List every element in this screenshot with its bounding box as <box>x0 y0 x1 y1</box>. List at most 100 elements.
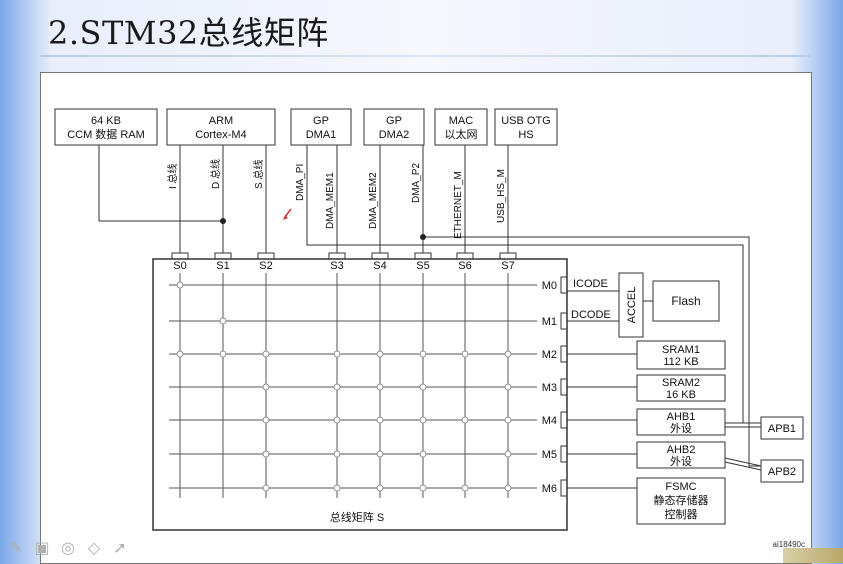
bus-label-dma-p2: DMA_P2 <box>411 163 422 203</box>
dcode-label: DCODE <box>571 309 611 321</box>
matrix-node <box>176 281 184 289</box>
master-mac-line1: MAC <box>449 115 474 127</box>
junction-dot-dma-p2 <box>420 234 426 240</box>
matrix-node <box>333 416 341 424</box>
slave-ahb2-line1: AHB2 <box>667 444 696 456</box>
apb2-box <box>760 459 804 483</box>
master-usb-line1: USB OTG <box>501 115 551 127</box>
master-box-ccm <box>54 108 158 146</box>
accel-label: ACCEL <box>626 287 638 324</box>
master-box-dma1 <box>290 108 352 146</box>
matrix-node <box>376 450 384 458</box>
master-port-m3: M3 <box>542 382 557 394</box>
master-dma2-line2: DMA2 <box>379 129 410 141</box>
master-port-m2: M2 <box>542 349 557 361</box>
bus-matrix-diagram: 64 KB CCM 数据 RAM ARM Cortex-M4 GP DMA1 G… <box>54 108 805 549</box>
apb1-box <box>760 416 804 440</box>
matrix-node <box>333 450 341 458</box>
matrix-node <box>176 350 184 358</box>
matrix-node <box>504 350 512 358</box>
bus-label-ethernet: ETHERNET_M <box>453 171 464 239</box>
master-port-m6: M6 <box>542 483 557 495</box>
matrix-node <box>419 450 427 458</box>
master-ccm-line2: CCM 数据 RAM <box>67 127 145 141</box>
slave-port-s7: S7 <box>501 260 514 272</box>
master-port-m0: M0 <box>542 280 557 292</box>
slave-box-fsmc <box>636 477 726 525</box>
slave-ahb1-line2: 外设 <box>670 422 692 435</box>
slave-box-sram1 <box>636 340 726 370</box>
master-usb-line2: HS <box>518 129 533 141</box>
matrix-node <box>376 484 384 492</box>
bus-label-usb: USB_HS_M <box>496 169 507 223</box>
slave-fsmc-line3: 控制器 <box>665 507 698 521</box>
bus-label-dma-pi: DMA_PI <box>295 164 306 201</box>
pen-cursor-icon <box>283 208 292 220</box>
slave-sram1-line2: 112 KB <box>663 356 698 368</box>
apb1-label: APB1 <box>768 423 796 435</box>
matrix-node <box>262 484 270 492</box>
matrix-node <box>219 350 227 358</box>
matrix-node <box>504 383 512 391</box>
apb2-label: APB2 <box>768 466 796 478</box>
dma-p2-to-apb2 <box>423 236 761 467</box>
slave-port-s3: S3 <box>330 260 343 272</box>
bus-label-dma-mem2: DMA_MEM2 <box>368 172 379 229</box>
slave-sram1-line1: SRAM1 <box>662 344 700 356</box>
matrix-node <box>262 350 270 358</box>
master-box-mac <box>434 108 488 146</box>
matrix-node <box>419 350 427 358</box>
slave-ahb1-line1: AHB1 <box>667 411 696 423</box>
bus-label-s: S 总线 <box>252 160 265 189</box>
matrix-node <box>419 484 427 492</box>
icode-label: ICODE <box>573 278 608 290</box>
matrix-node <box>376 383 384 391</box>
matrix-node <box>419 416 427 424</box>
slave-port-s2: S2 <box>259 260 272 272</box>
matrix-node <box>376 350 384 358</box>
master-dma1-line2: DMA1 <box>306 129 337 141</box>
matrix-node <box>333 383 341 391</box>
master-port-m1: M1 <box>542 316 557 328</box>
bus-label-dma-mem1: DMA_MEM1 <box>325 172 336 229</box>
slave-port-s0: S0 <box>173 260 186 272</box>
matrix-node <box>504 484 512 492</box>
flash-box <box>652 280 720 322</box>
slave-sram2-line1: SRAM2 <box>662 377 700 389</box>
bus-matrix-label: 总线矩阵 S <box>330 510 384 524</box>
eraser-icon[interactable]: ◇ <box>87 540 101 557</box>
accel-box <box>618 272 644 338</box>
figure-id: ai18490c <box>773 540 805 549</box>
matrix-node <box>504 416 512 424</box>
pen-icon[interactable]: ✎ <box>9 540 23 557</box>
matrix-node <box>262 450 270 458</box>
pointer-icon[interactable]: ➚ <box>113 540 127 557</box>
master-dma1-line1: GP <box>313 115 329 127</box>
matrix-node <box>504 450 512 458</box>
slave-fsmc-line2: 静态存储器 <box>654 493 709 507</box>
matrix-node <box>219 317 227 325</box>
slave-box-ahb1 <box>636 408 726 436</box>
slave-port-s4: S4 <box>373 260 386 272</box>
bottom-decoration <box>783 548 843 563</box>
bus-label-d: D 总线 <box>209 159 222 189</box>
master-arm-line2: Cortex-M4 <box>195 129 246 141</box>
screen-icon[interactable]: ▣ <box>34 540 50 557</box>
matrix-node <box>262 416 270 424</box>
matrix-node <box>461 350 469 358</box>
matrix-node <box>333 484 341 492</box>
title-divider <box>40 55 810 57</box>
matrix-node <box>419 383 427 391</box>
slave-sram2-line2: 16 KB <box>666 389 696 401</box>
matrix-node <box>333 350 341 358</box>
lasso-icon[interactable]: ◎ <box>61 540 75 557</box>
slave-fsmc-line1: FSMC <box>665 481 696 493</box>
bus-matrix-diagram-panel: 64 KB CCM 数据 RAM ARM Cortex-M4 GP DMA1 G… <box>40 72 812 564</box>
master-arm-line1: ARM <box>209 115 233 127</box>
bus-label-i: I 总线 <box>166 163 179 189</box>
flash-label: Flash <box>671 294 700 308</box>
slave-port-s5: S5 <box>416 260 429 272</box>
matrix-node <box>461 484 469 492</box>
slave-box-ahb2 <box>636 441 726 469</box>
slave-box-sram2 <box>636 374 726 402</box>
